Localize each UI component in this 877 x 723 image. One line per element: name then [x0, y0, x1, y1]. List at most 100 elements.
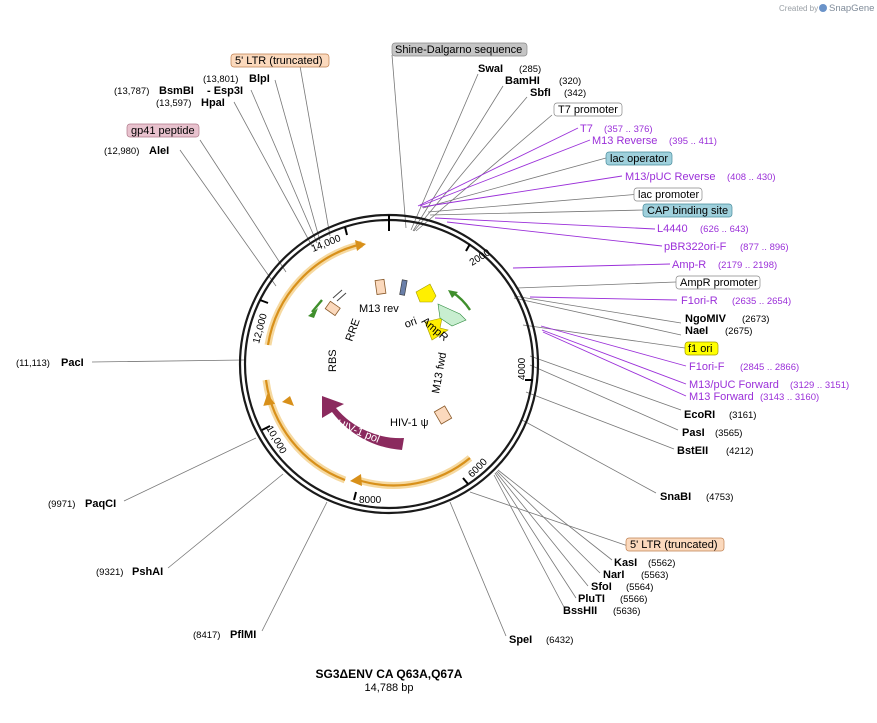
feature-5ltr-top-label: 5' LTR (truncated) — [235, 55, 322, 67]
ori-label: ori — [403, 315, 419, 330]
enzyme-naei-pos: (2675) — [725, 326, 752, 337]
enzyme-spei-pos: (6432) — [546, 635, 573, 646]
feature-glyphs — [308, 278, 472, 425]
enzyme-ecori: EcoRI — [684, 409, 715, 421]
enzyme-sfoi-pos: (5564) — [626, 582, 653, 593]
orf-arcs — [262, 240, 473, 489]
feature-gp41-label: gp41 peptide — [131, 125, 195, 137]
enzyme-pflmi: PflMI — [230, 629, 256, 641]
hiv1-pol-label: HIV-1 pol — [335, 418, 381, 446]
leader-lines — [91, 54, 686, 637]
primer-f1ori-r-pos: (2635 .. 2654) — [732, 296, 791, 307]
snapgene-branding: Created by SnapGene — [779, 3, 874, 14]
primer-m13-forward: M13 Forward — [689, 391, 754, 403]
enzyme-pshai: PshAI — [132, 566, 163, 578]
feature-f1-ori-label: f1 ori — [688, 343, 712, 355]
enzyme-pluti: PluTI — [578, 593, 605, 605]
feature-lac-promoter-label: lac promoter — [638, 189, 699, 201]
plasmid-name: SG3ΔENV CA Q63A,Q67A — [316, 667, 463, 681]
enzyme-esp3i: - Esp3I — [207, 85, 243, 97]
enzyme-bamhi-pos: (320) — [559, 76, 581, 87]
enzyme-blpi-pos: (13,801) — [203, 74, 238, 85]
enzyme-pasi: PasI — [682, 427, 705, 439]
primer-leader-lines — [417, 127, 687, 397]
primer-amp-r: Amp-R — [672, 259, 706, 271]
enzyme-bsshii: BssHII — [563, 605, 597, 617]
primer-f1ori-f: F1ori-F — [689, 361, 725, 373]
m13-fwd-label: M13 fwd — [430, 351, 449, 394]
enzyme-nari: NarI — [603, 569, 624, 581]
rre-label: RRE — [344, 317, 363, 343]
primer-m13-puc-forward-pos: (3129 .. 3151) — [790, 380, 849, 391]
feature-cap-binding-site-label: CAP binding site — [647, 205, 728, 217]
primer-m13-puc-forward: M13/pUC Forward — [689, 379, 779, 391]
enzyme-naei: NaeI — [685, 325, 708, 337]
m13-rev-label: M13 rev — [359, 303, 399, 315]
enzyme-pluti-pos: (5566) — [620, 594, 647, 605]
snapgene-logo-icon — [819, 4, 827, 12]
enzyme-nari-pos: (5563) — [641, 570, 668, 581]
enzyme-bsmbi: BsmBI — [159, 85, 194, 97]
feature-shine-dalgarno-label: Shine-Dalgarno sequence — [395, 44, 522, 56]
enzyme-swai: SwaI — [478, 63, 503, 75]
enzyme-paqci: PaqCI — [85, 498, 116, 510]
feature-ampr-promoter-label: AmpR promoter — [680, 277, 758, 289]
feature-t7-promoter-label: T7 promoter — [558, 104, 618, 116]
enzyme-sbfi-pos: (342) — [564, 88, 586, 99]
inner-labels: M13 rev ori AmpR M13 fwd HIV-1 ψ RBS RRE — [327, 303, 450, 429]
enzyme-blpi: BlpI — [249, 73, 270, 85]
feature-5ltr-bottom-label: 5' LTR (truncated) — [630, 539, 717, 551]
plasmid-size: 14,788 bp — [365, 682, 414, 694]
enzyme-pflmi-pos: (8417) — [193, 630, 220, 641]
enzyme-kasi: KasI — [614, 557, 637, 569]
enzyme-hpai-pos: (13,597) — [156, 98, 191, 109]
primer-l4440: L4440 — [657, 223, 688, 235]
primer-f1ori-f-pos: (2845 .. 2866) — [740, 362, 799, 373]
primer-m13-forward-pos: (3143 .. 3160) — [760, 392, 819, 403]
enzyme-bsmbi-pos: (13,787) — [114, 86, 149, 97]
enzyme-ecori-pos: (3161) — [729, 410, 756, 421]
enzyme-ngomiv: NgoMIV — [685, 313, 727, 325]
enzymes-left: (13,801) BlpI (13,787) BsmBI - Esp3I (13… — [16, 73, 270, 641]
enzyme-paqci-pos: (9971) — [48, 499, 75, 510]
primer-f1ori-r: F1ori-R — [681, 295, 718, 307]
tick-labels: 2000 4000 6000 8000 10,000 12,000 14,000 — [251, 233, 528, 506]
primer-pbr322ori-f-pos: (877 .. 896) — [740, 242, 789, 253]
enzyme-bsteii-pos: (4212) — [726, 446, 753, 457]
primer-m13-reverse-pos: (395 .. 411) — [669, 136, 717, 147]
enzyme-kasi-pos: (5562) — [648, 558, 675, 569]
enzyme-sbfi: SbfI — [530, 87, 551, 99]
primer-t7-pos: (357 .. 376) — [604, 124, 653, 135]
primer-m13-puc-reverse-pos: (408 .. 430) — [727, 172, 776, 183]
plasmid-title-block: SG3ΔENV CA Q63A,Q67A 14,788 bp — [316, 667, 463, 694]
enzyme-paci: PacI — [61, 357, 84, 369]
enzyme-bsshii-pos: (5636) — [613, 606, 640, 617]
enzyme-sfoi: SfoI — [591, 581, 612, 593]
tick-marks — [259, 215, 533, 501]
enzyme-pshai-pos: (9321) — [96, 567, 123, 578]
primer-amp-r-pos: (2179 .. 2198) — [718, 260, 777, 271]
enzyme-snabi: SnaBI — [660, 491, 691, 503]
primer-t7: T7 — [580, 123, 593, 135]
enzymes-right: SwaI (285) BamHI (320) SbfI (342) NgoMIV… — [478, 63, 769, 646]
primer-pbr322ori-f: pBR322ori-F — [664, 241, 727, 253]
primer-l4440-pos: (626 .. 643) — [700, 224, 749, 235]
enzyme-swai-pos: (285) — [519, 64, 541, 75]
hiv1-psi-label: HIV-1 ψ — [390, 417, 429, 429]
tick-label-8000: 8000 — [359, 495, 382, 506]
created-by-text: Created by — [779, 4, 818, 13]
enzyme-pasi-pos: (3565) — [715, 428, 742, 439]
feature-boxes: 5' LTR (truncated) Shine-Dalgarno sequen… — [126, 42, 761, 552]
enzyme-alei-pos: (12,980) — [104, 146, 139, 157]
tick-label-2000: 2000 — [468, 247, 493, 268]
snapgene-brand-text: SnapGene — [829, 3, 874, 14]
enzyme-alei: AleI — [149, 145, 169, 157]
enzyme-bamhi: BamHI — [505, 75, 540, 87]
enzyme-ngomiv-pos: (2673) — [742, 314, 769, 325]
primer-m13-reverse: M13 Reverse — [592, 135, 657, 147]
enzyme-snabi-pos: (4753) — [706, 492, 733, 503]
primers: T7 (357 .. 376) M13 Reverse (395 .. 411)… — [580, 123, 849, 403]
tick-label-4000: 4000 — [517, 357, 528, 380]
enzyme-hpai: HpaI — [201, 97, 225, 109]
